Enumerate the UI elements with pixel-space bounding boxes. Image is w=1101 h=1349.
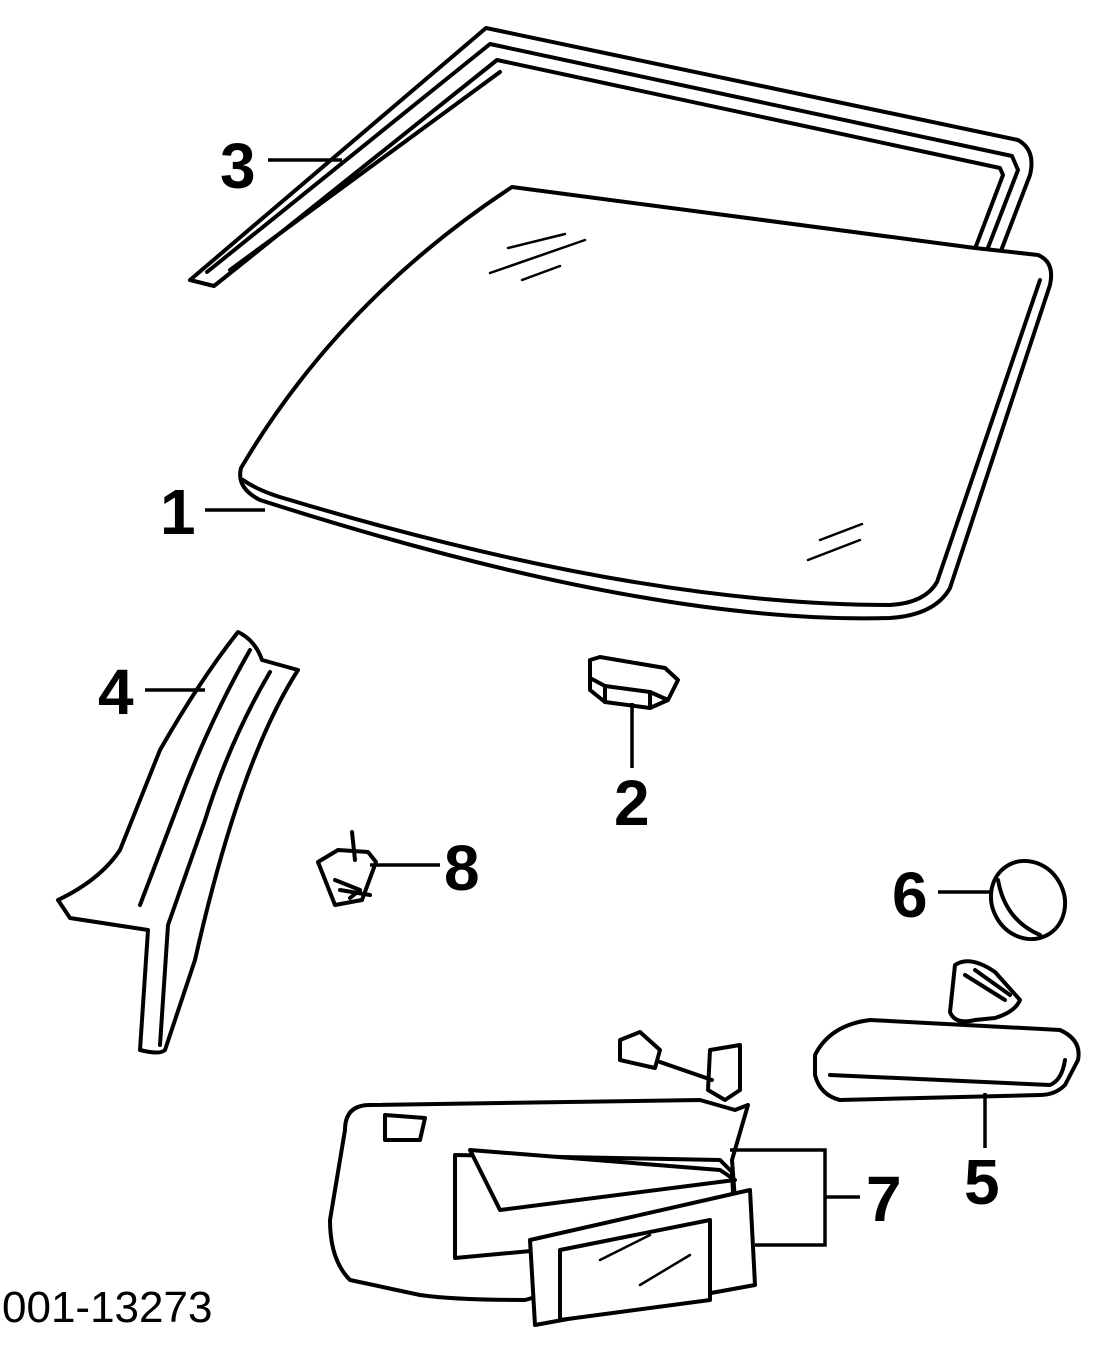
callout-3: 3 xyxy=(220,130,256,202)
part-4-pillar-trim xyxy=(56,630,300,1055)
callout-7: 7 xyxy=(866,1163,902,1235)
callout-2: 2 xyxy=(614,767,650,839)
callout-5: 5 xyxy=(964,1146,1000,1218)
part-1-windshield-glass xyxy=(238,185,1054,621)
callout-8: 8 xyxy=(444,832,480,904)
leader-lines xyxy=(145,158,992,1247)
part-8-clip xyxy=(316,830,378,907)
part-6-cover xyxy=(988,858,1068,942)
figure-number: 001-13273 xyxy=(2,1283,212,1332)
part-5-rearview-mirror xyxy=(813,959,1081,1102)
callout-4: 4 xyxy=(98,656,134,728)
callout-1: 1 xyxy=(160,476,196,548)
part-7-sun-visor xyxy=(328,1030,757,1327)
part-2-bracket xyxy=(588,655,680,710)
callout-numbers: 3 1 4 2 8 6 5 7 xyxy=(98,130,1000,1235)
leader-7 xyxy=(730,1148,860,1247)
callout-6: 6 xyxy=(892,859,928,931)
